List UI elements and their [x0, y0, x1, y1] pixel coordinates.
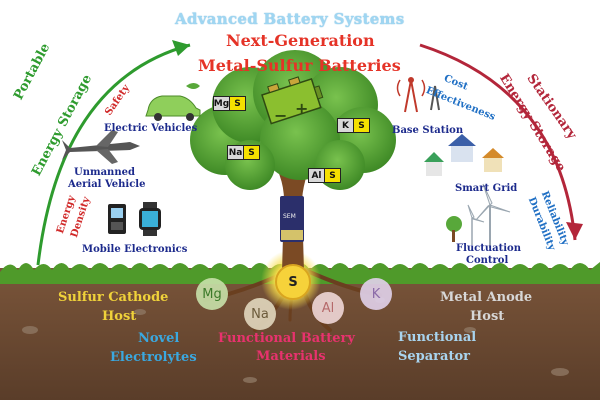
al-element-tag: Al: [308, 168, 325, 183]
k-element-tag: K: [337, 118, 354, 133]
aerial-vehicle-label: Aerial Vehicle: [68, 179, 146, 190]
mg-element-tag: Mg: [213, 96, 230, 111]
battery-minus-sign: −: [274, 106, 288, 125]
base-station-label: Base Station: [392, 125, 464, 136]
mg-bubble: Mg: [196, 278, 228, 310]
functional-separator-line2: Separator: [398, 349, 470, 364]
novel-electrolytes-line2: Electrolytes: [110, 350, 197, 365]
metal-anode-host-line2: Host: [470, 309, 505, 324]
functional-separator-line1: Functional: [398, 330, 477, 345]
metal-anode-host-line1: Metal Anode: [440, 290, 533, 305]
electric-vehicles-label: Electric Vehicles: [104, 123, 198, 134]
next-generation-title: Next-Generation: [226, 31, 375, 50]
metal-sulfur-batteries-title: Metal-Sulfur Batteries: [198, 56, 401, 75]
battery-plus-sign: +: [295, 99, 309, 118]
stationary-arc-arrow: [419, 43, 577, 241]
sulfur-bubble: S: [275, 264, 311, 300]
smartwatch-icon: [139, 202, 161, 236]
k-bubble: K: [360, 278, 392, 310]
trunk-badge: SEM: [283, 213, 296, 220]
electric-car-icon: [145, 83, 201, 121]
smart-grid-houses-icon: [424, 134, 504, 176]
drone-icon: [62, 130, 140, 164]
mobile-phone-icon: [108, 204, 126, 234]
novel-electrolytes-line1: Novel: [138, 331, 180, 346]
portable-arc-arrow: [36, 43, 191, 266]
advanced-battery-systems-title: Advanced Battery Systems: [175, 10, 405, 28]
functional-battery-materials-line2: Materials: [256, 349, 326, 364]
wind-turbine-icon: [467, 183, 511, 248]
unmanned-label: Unmanned: [74, 167, 135, 178]
sulfur-cathode-host-line1: Sulfur Cathode: [58, 290, 169, 305]
smart-grid-label: Smart Grid: [455, 183, 518, 194]
fluctuation-label: Fluctuation: [456, 243, 521, 254]
control-label: Control: [466, 255, 509, 266]
battery-icon: [261, 76, 324, 125]
sulfur-cathode-host-line2: Host: [102, 309, 137, 324]
base-station-icon: [396, 77, 440, 113]
functional-battery-materials-line1: Functional Battery: [218, 331, 355, 346]
al-sulfur-tag: S: [324, 168, 341, 183]
na-sulfur-tag: S: [243, 145, 260, 160]
mg-sulfur-tag: S: [229, 96, 246, 111]
k-sulfur-tag: S: [353, 118, 370, 133]
mobile-electronics-label: Mobile Electronics: [82, 244, 188, 255]
na-bubble: Na: [244, 298, 276, 330]
small-tree-icon: [446, 216, 462, 242]
na-element-tag: Na: [227, 145, 244, 160]
al-bubble: Al: [312, 292, 344, 324]
